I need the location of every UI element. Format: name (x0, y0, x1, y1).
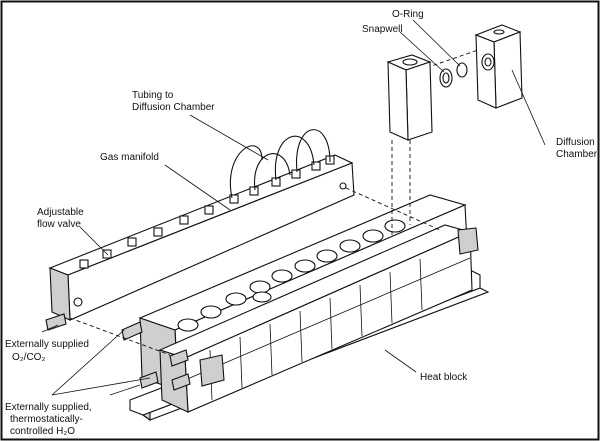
label-o-ring: O-Ring (392, 9, 424, 20)
label-adjustable-2: flow valve (37, 219, 81, 230)
label-heat-block: Heat block (420, 372, 468, 383)
label-water-2: thermostatically- (10, 414, 83, 425)
heat-block (121, 194, 490, 422)
label-tubing-2: Diffusion Chamber (132, 102, 215, 113)
alignment-lines (69, 49, 479, 356)
label-diffusion-2: Chamber (556, 149, 598, 160)
thumb-screw-back (457, 227, 479, 255)
water-nozzles (121, 321, 191, 391)
label-gas-manifold: Gas manifold (100, 152, 159, 163)
o-ring-part (456, 62, 468, 78)
label-water-1: Externally supplied, (5, 402, 92, 413)
label-adjustable-1: Adjustable (37, 207, 84, 218)
diffusion-chamber-right (474, 24, 523, 109)
snapwell-part (439, 68, 453, 88)
label-tubing-1: Tubing to (132, 90, 174, 101)
label-snapwell: Snapwell (362, 24, 403, 35)
tubing (229, 129, 331, 199)
heat-block-wells (177, 219, 406, 332)
label-diffusion-1: Diffusion (556, 137, 595, 148)
gas-manifold (45, 154, 355, 331)
label-gas-supply-1: Externally supplied (5, 339, 89, 350)
leader-lines (41, 19, 546, 396)
label-gas-supply-2: O₂/CO₂ (12, 352, 45, 363)
thumb-screw-front (199, 354, 225, 387)
diffusion-chamber-left (386, 54, 433, 141)
label-water-3: controlled H₂O (10, 426, 75, 437)
